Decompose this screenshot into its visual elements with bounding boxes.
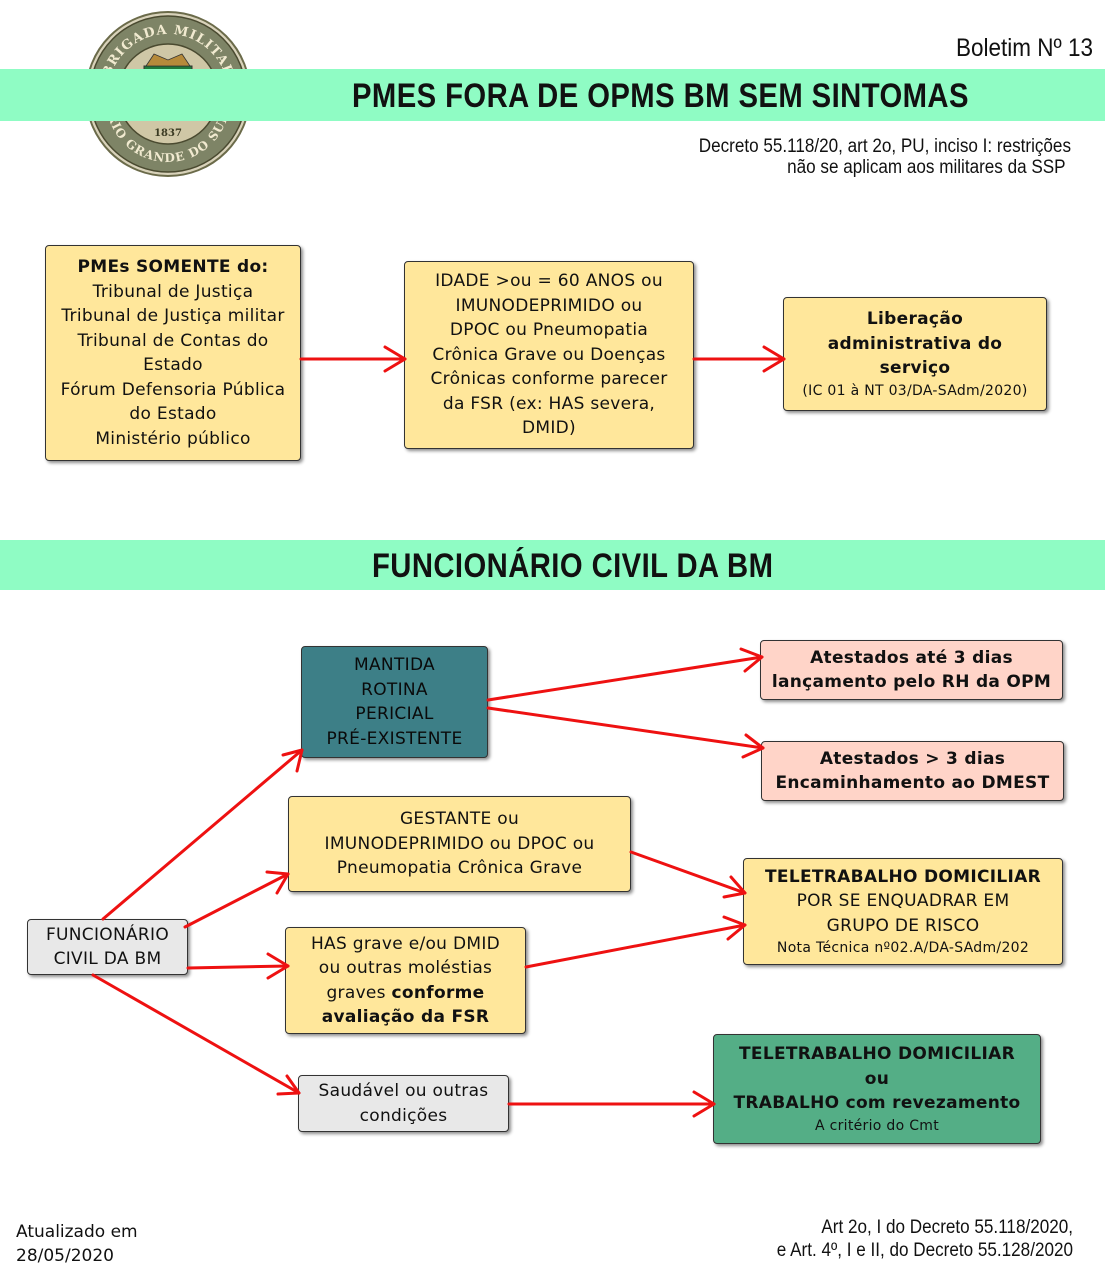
has-line: HAS grave e/ou DMID: [310, 933, 501, 954]
certificate-over-3-days-box: Atestados > 3 dias Encaminhamento ao DME…: [761, 741, 1064, 801]
atestado1-line: lançamento pelo RH da OPM: [771, 672, 1052, 692]
arrow-root-to-has: [186, 952, 290, 980]
arrow-root-to-gestante: [183, 870, 290, 929]
bulletin-number: Boletim Nº 13: [955, 34, 1093, 62]
revezamento-line: TRABALHO com revezamento: [733, 1093, 1021, 1114]
gestante-line: IMUNODEPRIMIDO ou DPOC ou: [324, 833, 595, 854]
risk-criteria-line: da FSR (ex: HAS severa,: [442, 393, 656, 414]
seal-year: 1837: [154, 128, 182, 139]
updated-label: Atualizado em: [16, 1222, 138, 1242]
risk-criteria-line: DPOC ou Pneumopatia: [449, 320, 649, 341]
arrow-root-to-rotina: [101, 748, 304, 921]
pmes-box-line: Tribunal de Contas do: [77, 330, 269, 351]
risk-criteria-line: Crônica Grave ou Doenças: [432, 344, 666, 365]
saudavel-line: condições: [359, 1105, 448, 1126]
section2-banner: [0, 540, 1105, 590]
pmes-box-line: Estado: [143, 355, 203, 375]
gestante-line: Pneumopatia Crônica Grave: [336, 858, 583, 879]
legal-line1: Art 2o, I do Decreto 55.118/2020,: [821, 1217, 1073, 1238]
telework-line: TELETRABALHO DOMICILIAR: [765, 866, 1041, 887]
has-line: ou outras moléstias: [318, 958, 493, 978]
has-line: avaliação da FSR: [321, 1007, 490, 1027]
rotina-line: PRÉ-EXISTENTE: [326, 728, 463, 749]
root-line: FUNCIONÁRIO: [45, 924, 170, 945]
pmes-box-line: Fórum Defensoria Pública: [60, 379, 286, 400]
pmes-box-title: PMEs SOMENTE do:: [77, 257, 269, 277]
pmes-box-line: do Estado: [129, 404, 217, 424]
has-line: graves conforme: [326, 981, 484, 1006]
pericial-routine-box: MANTIDA ROTINA PERICIAL PRÉ-EXISTENTE: [301, 646, 488, 758]
telework-or-rotation-box: TELETRABALHO DOMICILIAR ou TRABALHO com …: [713, 1034, 1041, 1144]
gestante-line: GESTANTE ou: [399, 809, 520, 830]
decree-note-line2: não se aplicam aos militares da SSP: [787, 157, 1066, 178]
pmes-tribunals-box: PMEs SOMENTE do: Tribunal de Justiça Tri…: [45, 245, 301, 461]
rotina-line: MANTIDA: [354, 655, 435, 675]
risk-group-telework-box: TELETRABALHO DOMICILIAR POR SE ENQUADRAR…: [743, 858, 1063, 965]
revezamento-note: A critério do Cmt: [814, 1117, 940, 1134]
telework-note: Nota Técnica nº02.A/DA-SAdm/202: [776, 940, 1030, 957]
legal-reference: Art 2o, I do Decreto 55.118/2020, e Art.…: [533, 1216, 1073, 1262]
certificate-up-to-3-days-box: Atestados até 3 dias lançamento pelo RH …: [760, 640, 1063, 700]
arrow-root-to-saudavel: [91, 973, 301, 1096]
pregnant-immunodepressed-box: GESTANTE ou IMUNODEPRIMIDO ou DPOC ou Pn…: [288, 796, 631, 892]
rotina-line: ROTINA: [361, 679, 428, 700]
administrative-release-box: Liberação administrativa do serviço (IC …: [783, 297, 1047, 411]
legal-line2: e Art. 4º, I e II, do Decreto 55.128/202…: [776, 1240, 1073, 1261]
release-line: administrativa do: [827, 333, 1003, 354]
telework-line: GRUPO DE RISCO: [826, 915, 980, 936]
has-line-bold-part: conforme: [391, 982, 485, 1003]
risk-criteria-line: Crônicas conforme parecer: [430, 369, 668, 390]
risk-criteria-line: DMID): [522, 418, 576, 439]
section2-title: FUNCIONÁRIO CIVIL DA BM: [372, 547, 774, 585]
arrow-gestante-to-telework: [629, 850, 747, 899]
release-note: (IC 01 à NT 03/DA-SAdm/2020): [802, 382, 1028, 399]
release-line: serviço: [879, 358, 951, 379]
arrow-pmes-to-criteria: [299, 345, 407, 373]
revezamento-line: TELETRABALHO DOMICILIAR: [739, 1044, 1015, 1065]
rotina-line: PERICIAL: [355, 704, 434, 724]
arrow-rotina-to-atestado2: [486, 706, 765, 759]
atestado2-line: Atestados > 3 dias: [819, 748, 1006, 769]
atestado1-line: Atestados até 3 dias: [810, 647, 1013, 668]
pmes-box-line: Tribunal de Justiça militar: [61, 306, 285, 326]
risk-criteria-box: IDADE >ou = 60 ANOS ou IMUNODEPRIMIDO ou…: [404, 261, 694, 449]
decree-note-line1: Decreto 55.118/20, art 2o, PU, inciso I:…: [698, 136, 1071, 157]
healthy-other-conditions-box: Saudável ou outras condições: [298, 1075, 509, 1132]
saudavel-line: Saudável ou outras: [318, 1081, 489, 1101]
pmes-box-line: Ministério público: [95, 428, 251, 449]
revezamento-line: ou: [864, 1068, 890, 1089]
pmes-box-line: Tribunal de Justiça: [92, 281, 254, 302]
has-dmid-box: HAS grave e/ou DMID ou outras moléstias …: [285, 927, 526, 1034]
arrow-criteria-to-release: [692, 345, 786, 373]
release-line: Liberação: [866, 309, 964, 330]
has-line-part: graves: [326, 982, 392, 1003]
updated-value: 28/05/2020: [16, 1246, 114, 1266]
arrow-rotina-to-atestado1: [486, 647, 764, 702]
section1-banner: [0, 69, 1105, 121]
risk-criteria-line: IMUNODEPRIMIDO ou: [455, 295, 643, 316]
civil-employee-root-box: FUNCIONÁRIO CIVIL DA BM: [27, 919, 188, 975]
arrow-saudavel-to-revezamento: [507, 1090, 716, 1118]
telework-line: POR SE ENQUADRAR EM: [796, 891, 1010, 912]
section1-title: PMES FORA DE OPMS BM SEM SINTOMAS: [352, 77, 969, 115]
atestado2-line: Encaminhamento ao DMEST: [775, 773, 1050, 793]
risk-criteria-line: IDADE >ou = 60 ANOS ou: [435, 271, 663, 292]
arrow-has-to-telework: [524, 915, 747, 969]
decree-note: Decreto 55.118/20, art 2o, PU, inciso I:…: [531, 136, 1071, 178]
updated-date: Atualizado em 28/05/2020: [16, 1220, 138, 1268]
root-line: CIVIL DA BM: [53, 949, 162, 969]
